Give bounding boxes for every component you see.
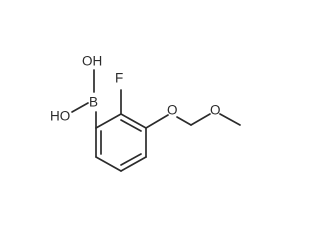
atom-label-ether-oxygen: O bbox=[167, 103, 178, 118]
ring-bond-c4-c5 bbox=[95, 156, 122, 172]
atom-label-fluorine: F bbox=[115, 71, 123, 86]
atom-label-boron: B bbox=[89, 95, 98, 110]
bond-methylene-to-chain-oxygen bbox=[190, 113, 211, 126]
atom-label-hydroxyl-lower: HO bbox=[50, 109, 70, 124]
atom-label-hydroxyl-upper: OH bbox=[82, 54, 102, 69]
benzene-ring bbox=[95, 113, 147, 172]
bond-ether-oxygen-to-methylene bbox=[176, 116, 192, 126]
ring-bond-c6-c1 bbox=[95, 113, 122, 129]
ring-double-bond-c1-c2 bbox=[120, 119, 142, 132]
bond-ring-to-ether-oxygen bbox=[145, 114, 169, 129]
ring-bond-c1-c2 bbox=[120, 113, 147, 129]
bond-boron-to-hydroxyl-lower bbox=[71, 102, 89, 113]
ring-bond-c3-c4 bbox=[120, 156, 147, 172]
molecule-structure: F O O B OH HO bbox=[50, 54, 241, 172]
atom-label-chain-oxygen: O bbox=[210, 103, 221, 118]
bond-chain-oxygen-to-methyl bbox=[219, 113, 241, 126]
ring-double-bond-c3-c4 bbox=[120, 153, 142, 166]
